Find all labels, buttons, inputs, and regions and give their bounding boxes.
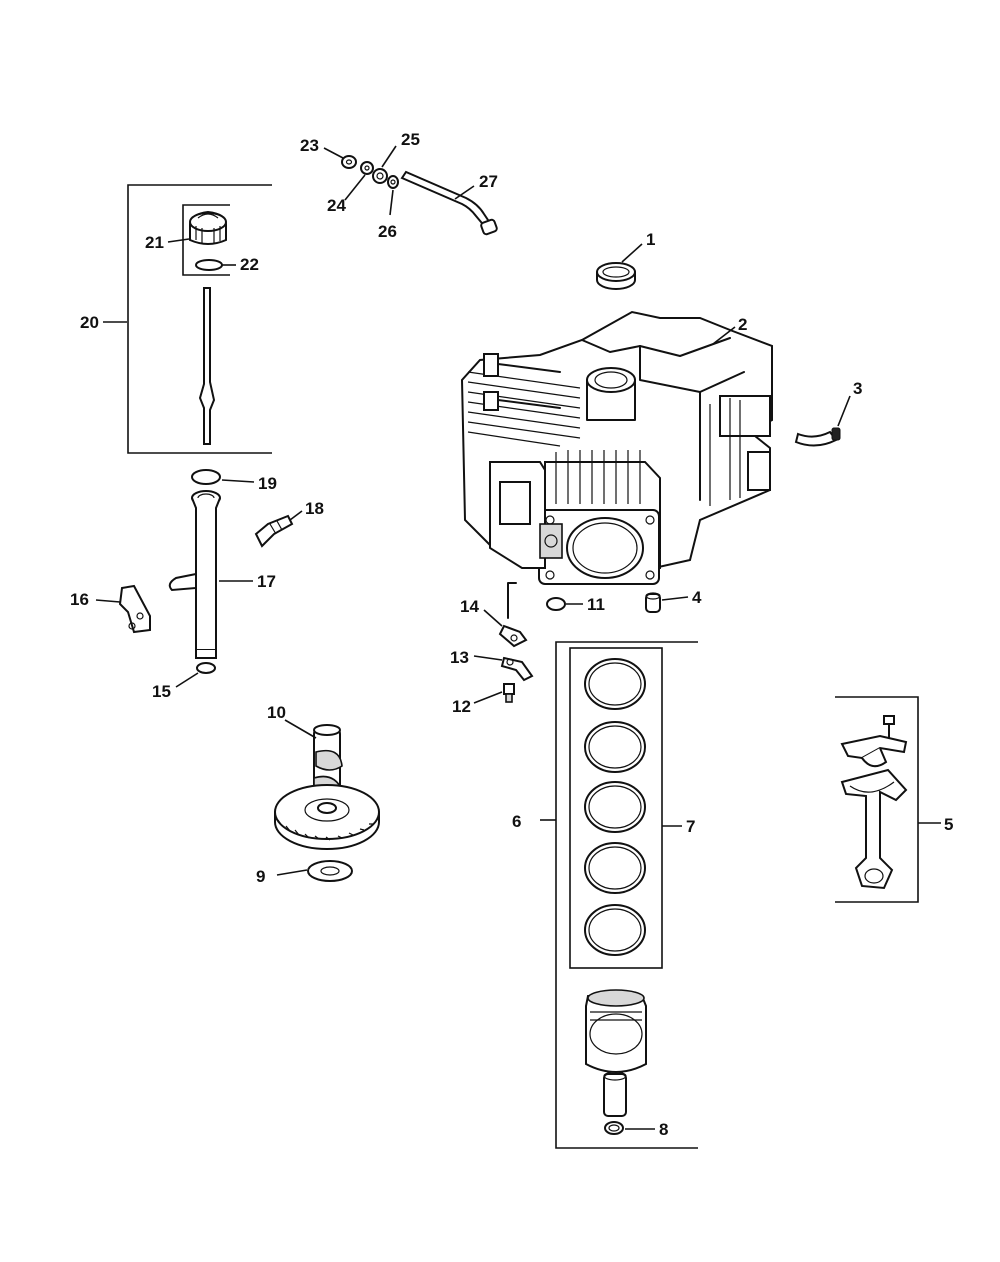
washer-26 <box>387 175 399 189</box>
cylinder-fins <box>555 450 641 504</box>
callout-17: 17 <box>257 572 276 591</box>
callout-3: 3 <box>853 379 862 398</box>
callout-10: 10 <box>267 703 286 722</box>
breather-tube-27 <box>400 170 498 236</box>
terminal-13 <box>500 656 534 682</box>
callout-27: 27 <box>479 172 498 191</box>
group-box-piston <box>555 641 698 1149</box>
callout-5: 5 <box>944 815 953 834</box>
plug-4 <box>645 592 661 613</box>
screw-12 <box>503 683 515 703</box>
callout-15: 15 <box>152 682 171 701</box>
callout-14: 14 <box>460 597 479 616</box>
bracket-16 <box>118 584 151 634</box>
callout-6: 6 <box>512 812 521 831</box>
callout-26: 26 <box>378 222 397 241</box>
camshaft-10 <box>274 724 380 850</box>
hose-3 <box>794 427 841 447</box>
washer-24 <box>360 161 374 175</box>
o-ring-22 <box>195 259 223 271</box>
piston-pin <box>603 1071 627 1117</box>
callout-7: 7 <box>686 817 695 836</box>
crankcase-2 <box>460 310 773 585</box>
callout-20: 20 <box>80 313 99 332</box>
callout-4: 4 <box>692 588 702 607</box>
o-ring-15 <box>196 662 216 674</box>
callout-11: 11 <box>587 595 605 614</box>
ground-lug-14 <box>498 582 528 648</box>
callout-23: 23 <box>300 136 319 155</box>
dipstick-blade <box>198 287 216 445</box>
connecting-rod-5 <box>840 715 908 890</box>
leader-lines <box>95 145 941 1130</box>
washer-23 <box>341 155 357 169</box>
callout-19: 19 <box>258 474 277 493</box>
o-ring-19 <box>191 469 221 485</box>
dipstick-tube-17 <box>168 490 221 659</box>
retainer-8 <box>604 1121 624 1135</box>
callout-2: 2 <box>738 315 747 334</box>
callout-12: 12 <box>452 697 471 716</box>
callout-16: 16 <box>70 590 89 609</box>
oil-seal-1 <box>596 262 636 290</box>
washer-9 <box>307 860 353 882</box>
fitting-18 <box>254 514 294 548</box>
callout-25: 25 <box>401 130 420 149</box>
dipstick-cap-21 <box>189 210 227 245</box>
callout-labels: 1 2 3 4 5 6 7 8 9 10 11 12 13 14 15 16 1… <box>70 130 953 1139</box>
callout-1: 1 <box>646 230 655 249</box>
callout-9: 9 <box>256 867 265 886</box>
piston-6 <box>585 989 647 1073</box>
plug-11 <box>546 597 566 611</box>
callout-24: 24 <box>327 196 346 215</box>
nut-25 <box>372 168 388 184</box>
callout-18: 18 <box>305 499 324 518</box>
piston-rings-7 <box>584 658 646 956</box>
callout-22: 22 <box>240 255 259 274</box>
group-box-connecting-rod <box>835 696 919 903</box>
callout-8: 8 <box>659 1120 668 1139</box>
callout-21: 21 <box>145 233 164 252</box>
callout-13: 13 <box>450 648 469 667</box>
